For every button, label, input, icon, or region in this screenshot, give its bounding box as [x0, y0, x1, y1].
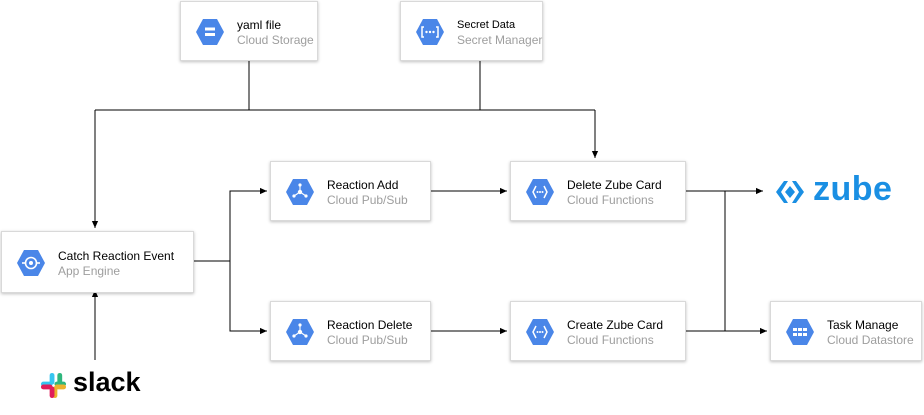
zube-logo: zube — [775, 170, 901, 210]
node-cloud-datastore[interactable]: Task Manage Cloud Datastore — [770, 301, 922, 361]
node-pubsub-reaction-add[interactable]: Reaction Add Cloud Pub/Sub — [270, 161, 431, 221]
secret-manager-icon — [416, 19, 444, 45]
node-cloud-storage[interactable]: yaml file Cloud Storage — [180, 1, 318, 61]
node-subtitle: Secret Manager — [457, 33, 543, 47]
node-title: Reaction Add — [327, 178, 399, 192]
node-cloud-functions-create-card[interactable]: Create Zube Card Cloud Functions — [510, 301, 686, 361]
node-title: Delete Zube Card — [567, 178, 662, 192]
node-secret-manager[interactable]: Secret Data Secret Manager — [400, 1, 543, 61]
cloud-functions-icon — [526, 179, 554, 205]
datastore-icon — [786, 319, 814, 345]
node-title: Task Manage — [827, 318, 899, 332]
node-subtitle: Cloud Functions — [567, 193, 654, 207]
zube-mark-icon — [776, 181, 804, 203]
node-subtitle: App Engine — [58, 264, 121, 278]
node-cloud-functions-delete-card[interactable]: Delete Zube Card Cloud Functions — [510, 161, 686, 221]
node-subtitle: Cloud Datastore — [827, 333, 914, 347]
node-subtitle: Cloud Pub/Sub — [327, 333, 408, 347]
app-engine-icon — [17, 250, 45, 276]
slack-wordmark: slack — [73, 367, 141, 397]
node-title: Create Zube Card — [567, 318, 664, 332]
pubsub-icon — [286, 179, 314, 205]
node-title: Catch Reaction Event — [58, 249, 175, 263]
slack-mark-icon — [40, 372, 67, 399]
edge-to-reaction-delete — [229, 261, 267, 335]
zube-wordmark: zube — [813, 170, 893, 208]
node-subtitle: Cloud Functions — [567, 333, 654, 347]
slack-logo: slack — [40, 367, 150, 402]
node-title: Reaction Delete — [327, 318, 413, 332]
cloud-functions-icon — [526, 319, 554, 345]
node-pubsub-reaction-delete[interactable]: Reaction Delete Cloud Pub/Sub — [270, 301, 431, 361]
node-subtitle: Cloud Pub/Sub — [327, 193, 408, 207]
node-app-engine[interactable]: Catch Reaction Event App Engine — [1, 231, 194, 293]
node-title: yaml file — [237, 18, 282, 32]
node-subtitle: Cloud Storage — [237, 33, 314, 47]
edge-to-reaction-add — [229, 187, 267, 261]
node-title: Secret Data — [457, 19, 516, 31]
cloud-storage-icon — [196, 19, 224, 45]
pubsub-icon — [286, 319, 314, 345]
